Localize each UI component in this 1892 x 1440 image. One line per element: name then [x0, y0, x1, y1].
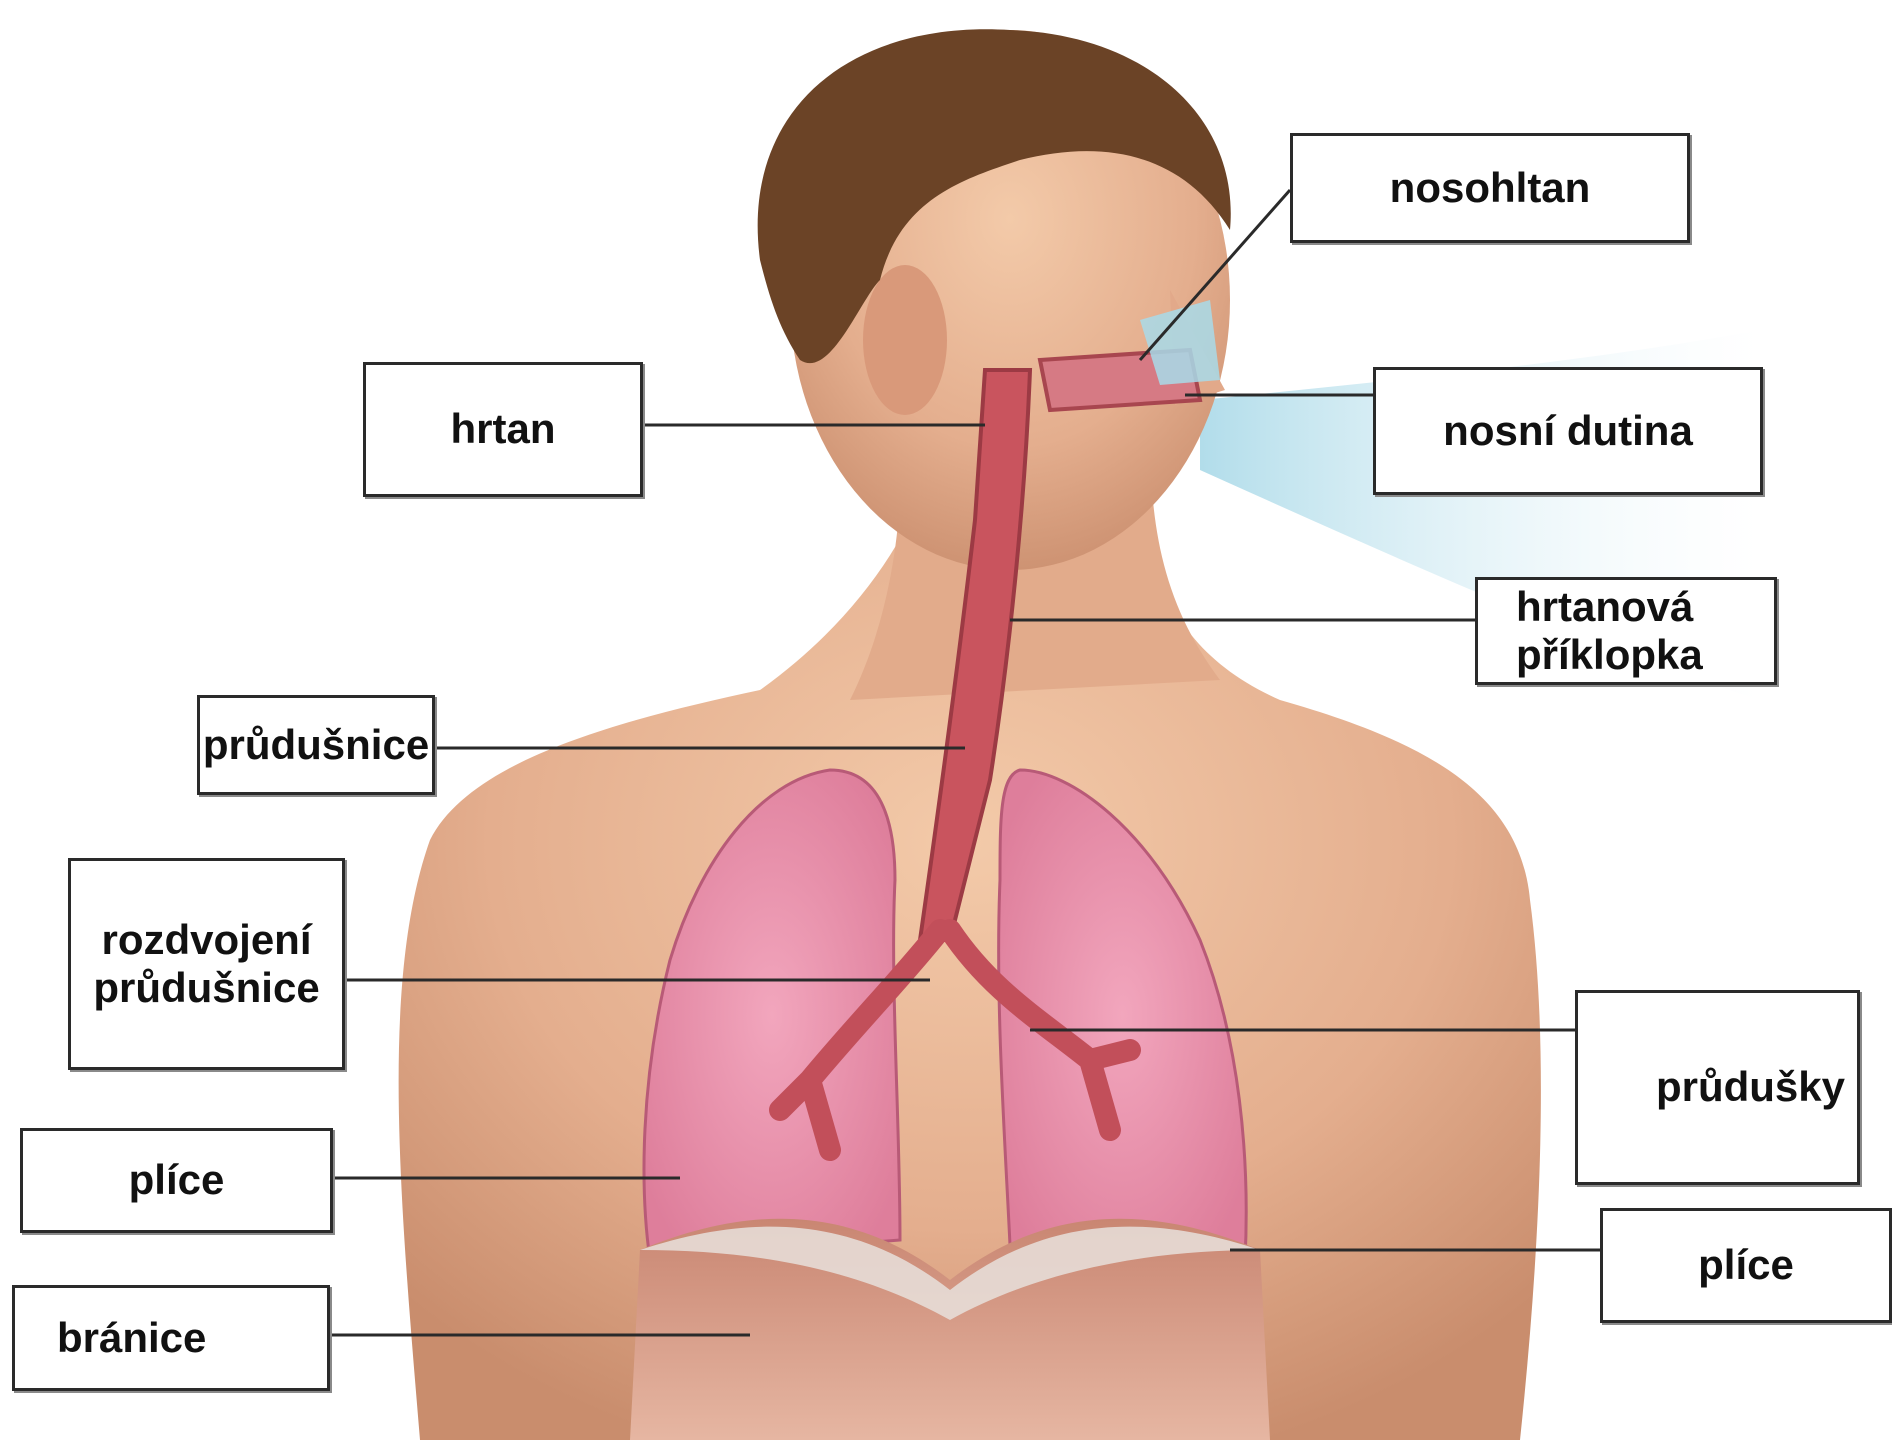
label-hrtan: hrtan [363, 362, 643, 497]
label-nosni-dutina: nosní dutina [1373, 367, 1763, 495]
label-prudusnice: průdušnice [197, 695, 435, 795]
label-branice: bránice [12, 1285, 330, 1391]
ear [863, 265, 947, 415]
label-plice-right: plíce [1600, 1208, 1892, 1323]
label-prudusnice-text: průdušnice [203, 721, 429, 769]
label-rozdvojeni-prudusnice: rozdvojení průdušnice [68, 858, 345, 1070]
label-hrtan-text: hrtan [451, 405, 556, 453]
label-nosohltan: nosohltan [1290, 133, 1690, 243]
label-rozdvojeni-prudusnice-text: rozdvojení průdušnice [93, 916, 319, 1013]
label-plice-left: plíce [20, 1128, 333, 1233]
label-plice-right-text: plíce [1698, 1241, 1794, 1289]
label-branice-text: bránice [57, 1314, 206, 1362]
label-hrtanova-priklopka-text: hrtanová příklopka [1516, 583, 1703, 680]
label-nosohltan-text: nosohltan [1390, 164, 1591, 212]
label-plice-left-text: plíce [129, 1156, 225, 1204]
label-prudusky-text: průdušky [1656, 1063, 1845, 1111]
label-prudusky: průdušky [1575, 990, 1860, 1185]
label-hrtanova-priklopka: hrtanová příklopka [1475, 577, 1777, 685]
label-nosni-dutina-text: nosní dutina [1443, 407, 1693, 455]
